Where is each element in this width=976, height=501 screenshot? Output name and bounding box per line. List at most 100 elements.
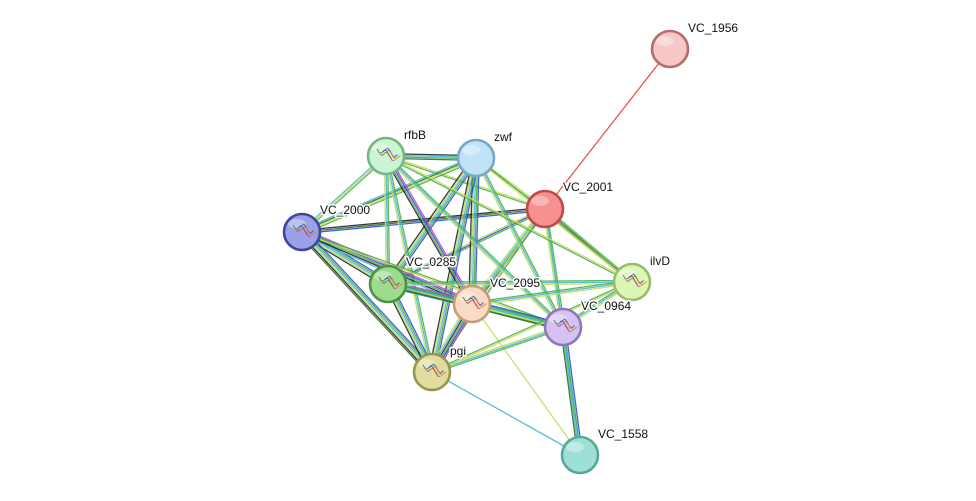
node-VC_1558[interactable] [560,435,600,475]
edge-zwf-VC_0285[interactable] [384,155,480,287]
protein-structure-icon [422,363,447,377]
node-label-pgi: pgi [450,344,466,358]
node-label-VC_1956: VC_1956 [688,21,738,35]
node-circle[interactable] [366,136,406,176]
protein-structure-icon [622,273,647,287]
edge-evidence-line [388,158,478,286]
edge-evidence-line [302,230,564,327]
edge-evidence-line [387,206,545,284]
edge-VC_2095-VC_1558[interactable] [471,303,581,456]
node-VC_2095[interactable] [452,284,492,324]
edge-evidence-line [430,208,545,372]
edge-evidence-line [385,155,433,373]
edge-VC_2001-pgi[interactable] [430,208,547,373]
edge-evidence-line [559,327,579,456]
edge-evidence-line [386,154,546,209]
node-layer [282,29,690,475]
edge-evidence-line [472,282,633,307]
edge-evidence-line [302,158,477,234]
edge-evidence-line [301,232,563,329]
edge-evidence-line [302,159,478,235]
edge-zwf-VC_0964[interactable] [473,156,566,329]
node-circle[interactable] [650,29,690,69]
node-label-VC_2000: VC_2000 [320,203,370,217]
node-label-VC_2001: VC_2001 [563,180,613,194]
node-circle[interactable] [368,264,408,304]
edge-pgi-VC_1558[interactable] [431,371,581,456]
edge-evidence-line [390,159,480,287]
node-VC_0964[interactable] [543,307,583,347]
node-highlight [566,442,584,452]
protein-structure-icon [376,147,401,161]
node-label-VC_0285: VC_0285 [406,255,456,269]
edge-evidence-line [387,279,632,284]
edge-VC_2095-ilvD[interactable] [471,279,633,307]
edge-VC_0964-VC_1558[interactable] [559,326,584,456]
node-pgi[interactable] [412,352,452,392]
edge-evidence-line [432,158,479,373]
node-label-ilvD: ilvD [650,254,670,268]
node-label-rfbB: rfbB [404,128,426,142]
edge-evidence-line [387,154,475,304]
edge-evidence-line [385,156,632,284]
node-VC_2001[interactable] [525,189,565,229]
node-VC_2000[interactable] [282,212,322,252]
edge-VC_2000-VC_0964[interactable] [301,230,564,329]
edge-evidence-line [431,280,632,372]
edge-VC_2000-pgi[interactable] [298,228,436,376]
edge-evidence-line [383,156,388,285]
edge-evidence-line [386,155,435,372]
edge-evidence-line [471,303,581,456]
edge-evidence-line [303,229,435,371]
edge-rfbB-pgi[interactable] [383,155,435,373]
node-circle[interactable] [452,284,492,324]
edge-VC_0285-ilvD[interactable] [387,279,633,287]
node-VC_0285[interactable] [368,264,408,304]
edge-evidence-line [385,155,564,328]
node-highlight [531,196,549,206]
node-label-VC_1558: VC_1558 [598,427,648,441]
edge-evidence-line [434,158,480,373]
edge-evidence-line [299,233,431,375]
node-circle[interactable] [412,352,452,392]
edge-evidence-line [383,156,471,306]
node-highlight [462,145,480,155]
node-circle[interactable] [543,307,583,347]
edge-evidence-line [544,48,671,210]
edge-evidence-line [474,158,480,305]
edge-evidence-line [563,326,582,455]
edge-evidence-line [470,208,545,304]
edge-rfbB-ilvD[interactable] [385,154,633,284]
edge-evidence-line [300,232,432,373]
edge-pgi-ilvD[interactable] [431,280,633,374]
node-highlight [656,36,674,46]
node-circle[interactable] [612,262,652,302]
edge-VC_1956-VC_2001[interactable] [544,48,671,210]
node-ilvD[interactable] [612,262,652,302]
edge-evidence-line [471,281,633,305]
edge-evidence-line [431,326,564,373]
node-circle[interactable] [560,435,600,475]
edge-evidence-line [473,158,563,329]
edge-evidence-line [545,208,566,327]
node-circle[interactable] [525,189,565,229]
protein-structure-icon [292,223,317,237]
node-circle[interactable] [282,212,322,252]
protein-structure-icon [378,275,403,289]
node-label-VC_2095: VC_2095 [490,276,540,290]
edge-evidence-line [431,371,581,456]
node-label-zwf: zwf [494,130,513,144]
edge-VC_2001-rfbB[interactable] [385,154,546,211]
edge-evidence-line [476,156,566,327]
edge-evidence-line [304,228,436,370]
edge-evidence-line [428,157,474,372]
node-rfbB[interactable] [366,136,406,176]
edge-evidence-line [431,157,477,373]
edge-evidence-line [302,231,434,372]
edge-evidence-line [432,282,633,374]
node-circle[interactable] [456,138,496,178]
edge-rfbB-VC_2095[interactable] [383,154,475,306]
node-VC_1956[interactable] [650,29,690,69]
node-zwf[interactable] [456,138,496,178]
